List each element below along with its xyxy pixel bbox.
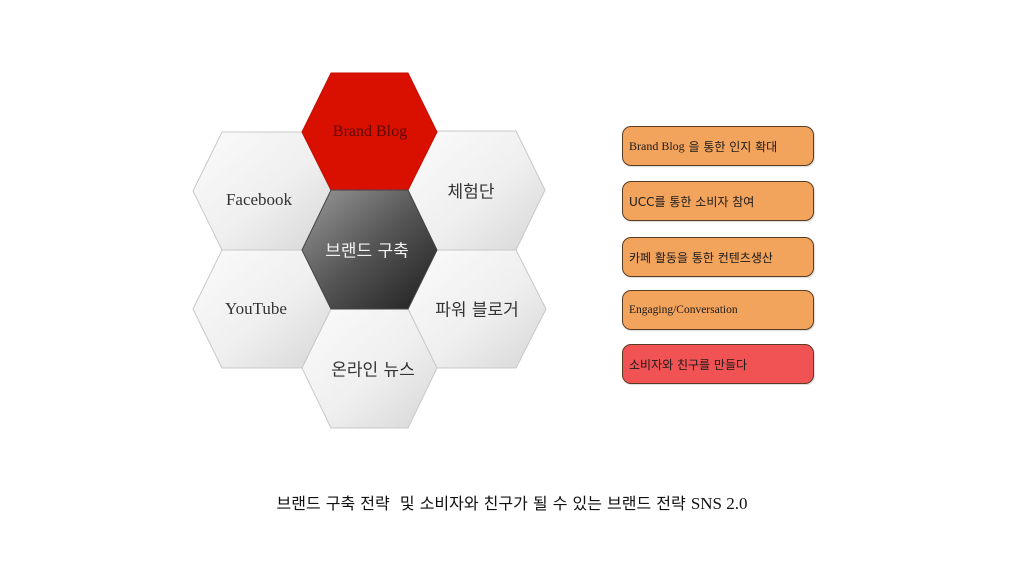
hex-label-brand-building: 브랜드 구축 <box>325 241 409 262</box>
strategy-box-text-korean: 을 통한 인지 확대 <box>684 139 778 154</box>
strategy-box-text: Engaging/Conversation <box>629 304 738 316</box>
caption-latin: SNS 2.0 <box>690 494 748 513</box>
hex-label-online-news: 온라인 뉴스 <box>331 360 415 381</box>
strategy-box-ucc: UCC를 통한 소비자 참여 <box>622 181 814 221</box>
strategy-box-text: 소비자와 친구를 만들다 <box>629 357 748 372</box>
hex-brand-building <box>301 189 438 310</box>
strategy-box-cafe: 카페 활동을 통한 컨텐츠생산 <box>622 237 814 277</box>
hex-label-brand-blog: Brand Blog <box>332 123 408 140</box>
strategy-box-engaging: Engaging/Conversation <box>622 290 814 330</box>
strategy-box-text: UCC를 통한 소비자 참여 <box>629 194 755 209</box>
diagram-caption: 브랜드 구축 전략 및 소비자와 친구가 될 수 있는 브랜드 전략 SNS 2… <box>0 490 1024 514</box>
strategy-box-text: 카페 활동을 통한 컨텐츠생산 <box>629 250 773 265</box>
hex-label-experience-group: 체험단 <box>447 182 495 203</box>
hex-label-facebook: Facebook <box>225 190 293 209</box>
caption-korean: 브랜드 구축 전략 및 소비자와 친구가 될 수 있는 브랜드 전략 <box>276 494 691 513</box>
strategy-box-make-friends: 소비자와 친구를 만들다 <box>622 344 814 384</box>
strategy-box-text-latin: Brand Blog <box>629 138 685 153</box>
hex-label-youtube: YouTube <box>225 299 287 318</box>
strategy-box-brand-blog: Brand Blog 을 통한 인지 확대 <box>622 126 814 166</box>
hex-label-power-blogger: 파워 블로거 <box>435 300 519 321</box>
